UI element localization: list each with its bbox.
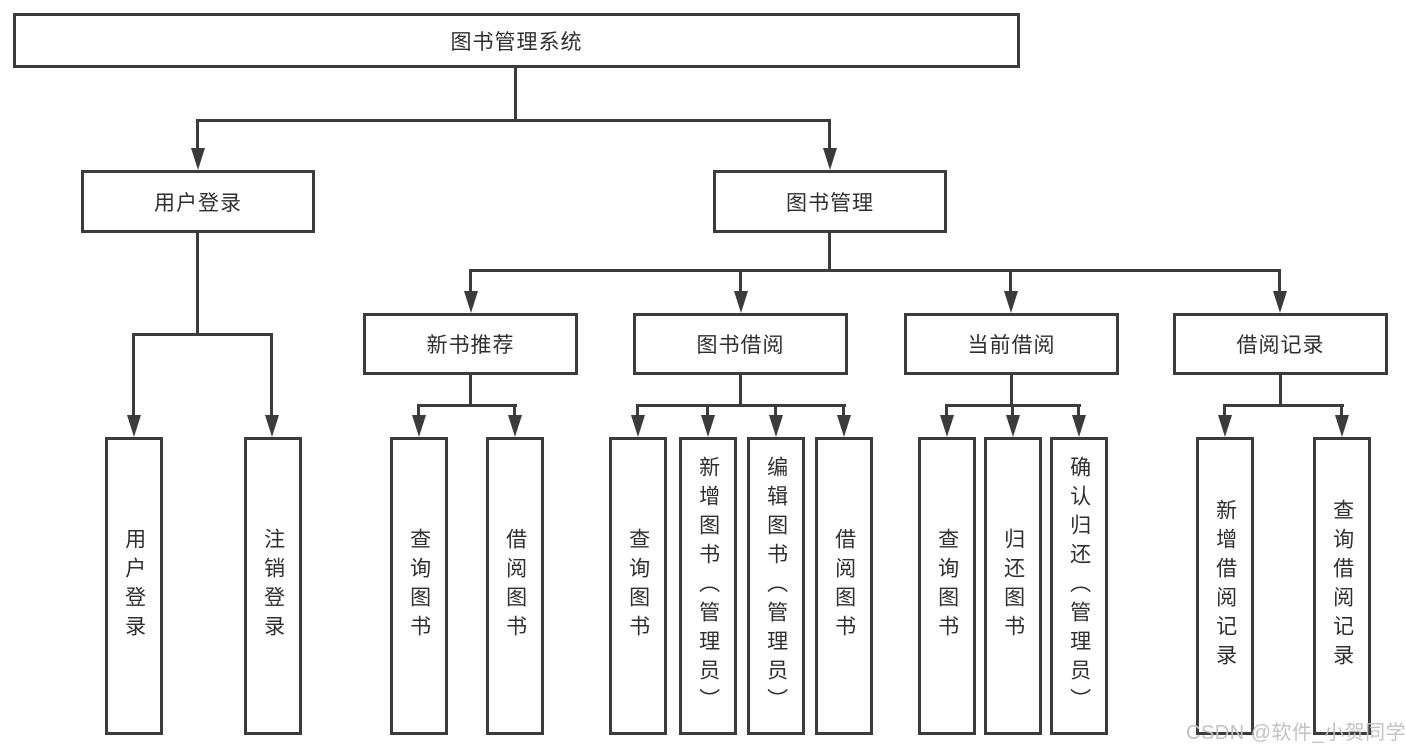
leaf-label: 查询借阅记录 (1330, 499, 1354, 673)
leaf-label: 查询图书 (626, 528, 650, 644)
arrow-down-icon (1273, 291, 1287, 313)
connector-current-down (1010, 375, 1013, 407)
leaf-query-borrow-record: 查询借阅记录 (1313, 437, 1371, 735)
connector-stem-user-login (196, 119, 199, 151)
leaf-user-login: 用户登录 (105, 437, 163, 735)
connector-root-hbar (196, 119, 831, 122)
connector-bookmgmt-hbar (469, 269, 1281, 272)
arrow-down-icon (127, 415, 141, 437)
connector-stem-book-mgmt (828, 119, 831, 151)
arrow-down-icon (837, 415, 851, 437)
connector-userlogin-hbar (132, 333, 273, 336)
leaf-query-books-3: 查询图书 (918, 437, 976, 735)
leaf-label: 确认归还（管理员） (1067, 455, 1091, 717)
connector-records-hbar (1223, 404, 1344, 407)
leaf-borrow-books-2: 借阅图书 (815, 437, 873, 735)
leaf-label: 编辑图书（管理员） (764, 455, 788, 717)
node-root: 图书管理系统 (13, 13, 1020, 68)
leaf-label: 用户登录 (122, 528, 146, 644)
arrow-down-icon (940, 415, 954, 437)
node-book-mgmt: 图书管理 (713, 170, 947, 233)
node-root-label: 图书管理系统 (450, 30, 583, 54)
leaf-query-books-1: 查询图书 (390, 437, 448, 735)
leaf-label: 新增借阅记录 (1213, 499, 1237, 673)
node-book-borrow-label: 图书借阅 (696, 334, 785, 357)
connector-bookmgmt-down (828, 233, 831, 271)
connector-stem-leaf (706, 404, 709, 417)
arrow-down-icon (701, 415, 715, 437)
node-current-borrow: 当前借阅 (904, 313, 1119, 375)
connector-stem-section (1009, 269, 1012, 293)
leaf-label: 查询图书 (935, 528, 959, 644)
connector-newbook-hbar (417, 404, 517, 407)
leaf-label: 查询图书 (407, 528, 431, 644)
arrow-down-icon (464, 291, 478, 313)
arrow-down-icon (734, 291, 748, 313)
connector-stem-leaf (636, 404, 639, 417)
connector-stem-leaf (945, 404, 948, 417)
node-book-borrow: 图书借阅 (633, 313, 848, 375)
leaf-return-books: 归还图书 (984, 437, 1042, 735)
connector-root-down (514, 68, 517, 121)
connector-stem-leaf (774, 404, 777, 417)
arrow-down-icon (265, 415, 279, 437)
connector-borrow-hbar (636, 404, 846, 407)
node-book-mgmt-label: 图书管理 (786, 191, 874, 215)
leaf-edit-books-admin: 编辑图书（管理员） (747, 437, 805, 735)
leaf-label: 归还图书 (1001, 528, 1025, 644)
arrow-down-icon (1004, 291, 1018, 313)
node-user-login: 用户登录 (81, 170, 315, 233)
arrow-down-icon (1218, 415, 1232, 437)
connector-stem-leaf (270, 333, 273, 417)
leaf-query-books-2: 查询图书 (609, 437, 667, 735)
node-user-login-label: 用户登录 (154, 191, 242, 215)
leaf-label: 注销登录 (261, 528, 285, 644)
arrow-down-icon (823, 148, 837, 170)
connector-stem-leaf (417, 404, 420, 417)
leaf-add-books-admin: 新增图书（管理员） (679, 437, 737, 735)
leaf-confirm-return-admin: 确认归还（管理员） (1050, 437, 1108, 735)
watermark: CSDN @软件_小贺同学 (1186, 722, 1405, 744)
leaf-add-borrow-record: 新增借阅记录 (1196, 437, 1254, 735)
leaf-label: 借阅图书 (503, 528, 527, 644)
leaf-logout: 注销登录 (244, 437, 302, 735)
leaf-borrow-books-1: 借阅图书 (486, 437, 544, 735)
arrow-down-icon (191, 148, 205, 170)
connector-stem-leaf (842, 404, 845, 417)
connector-stem-section (469, 269, 472, 293)
arrow-down-icon (1006, 415, 1020, 437)
connector-stem-leaf (1340, 404, 1343, 417)
connector-stem-leaf (132, 333, 135, 417)
connector-stem-leaf (1011, 404, 1014, 417)
connector-stem-section (739, 269, 742, 293)
leaf-label: 借阅图书 (832, 528, 856, 644)
arrow-down-icon (631, 415, 645, 437)
arrow-down-icon (508, 415, 522, 437)
node-new-book-recommend-label: 新书推荐 (426, 334, 515, 357)
node-borrow-records: 借阅记录 (1173, 313, 1388, 375)
node-new-book-recommend: 新书推荐 (363, 313, 578, 375)
connector-stem-section (1278, 269, 1281, 293)
connector-borrow-down (739, 375, 742, 407)
connector-stem-leaf (1223, 404, 1226, 417)
node-current-borrow-label: 当前借阅 (967, 334, 1056, 357)
leaf-label: 新增图书（管理员） (696, 455, 720, 717)
arrow-down-icon (412, 415, 426, 437)
connector-records-down (1279, 375, 1282, 407)
connector-stem-leaf (513, 404, 516, 417)
arrow-down-icon (1335, 415, 1349, 437)
node-borrow-records-label: 借阅记录 (1236, 334, 1325, 357)
connector-newbook-down (469, 375, 472, 407)
arrow-down-icon (769, 415, 783, 437)
connector-stem-leaf (1077, 404, 1080, 417)
arrow-down-icon (1072, 415, 1086, 437)
connector-userlogin-down (196, 233, 199, 335)
